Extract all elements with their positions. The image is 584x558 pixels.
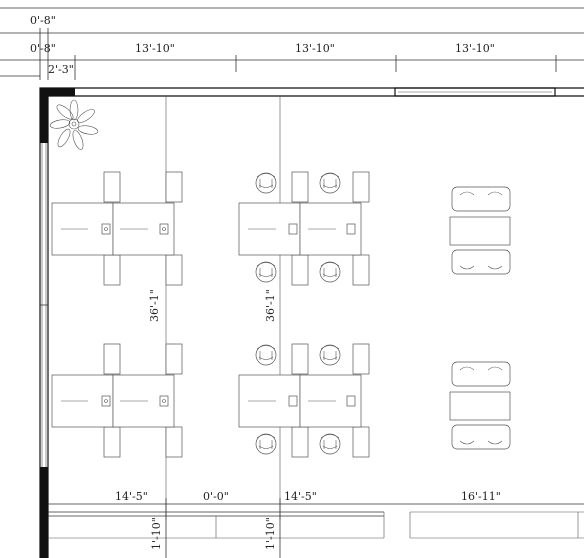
top-dimension-lines [0,7,584,80]
meeting-table-top [449,186,511,275]
dim-bottom-vertical-2: 1'-10" [264,517,277,550]
plant-icon [49,99,99,150]
dim-vertical-2: 36'-1" [264,289,277,322]
dim-row2-a: 0'-8" [30,42,56,55]
dim-row2-c: 13'-10" [295,42,335,55]
dim-row3: 2'-3" [48,63,74,76]
dim-row2-b: 13'-10" [135,42,175,55]
dim-row2-d: 13'-10" [455,42,495,55]
dim-overall-left: 0'-8" [30,14,56,27]
dim-bottom-2: 0'-0" [203,490,229,503]
dim-bottom-1: 14'-5" [115,490,148,503]
dim-vertical-1: 36'-1" [148,289,161,322]
dim-bottom-3: 14'-5" [284,490,317,503]
workstation-cluster-left-bottom [51,343,183,458]
bottom-dimension-lines [48,498,584,558]
dim-bottom-4: 16'-11" [461,490,501,503]
meeting-table-bottom [449,361,511,450]
dim-bottom-vertical-1: 1'-10" [150,517,163,550]
workstation-cluster-mid-top [239,172,369,285]
grid-lines [165,96,281,520]
workstation-cluster-left-top [51,171,183,286]
workstation-cluster-mid-bottom [239,344,369,457]
walls [39,87,584,558]
